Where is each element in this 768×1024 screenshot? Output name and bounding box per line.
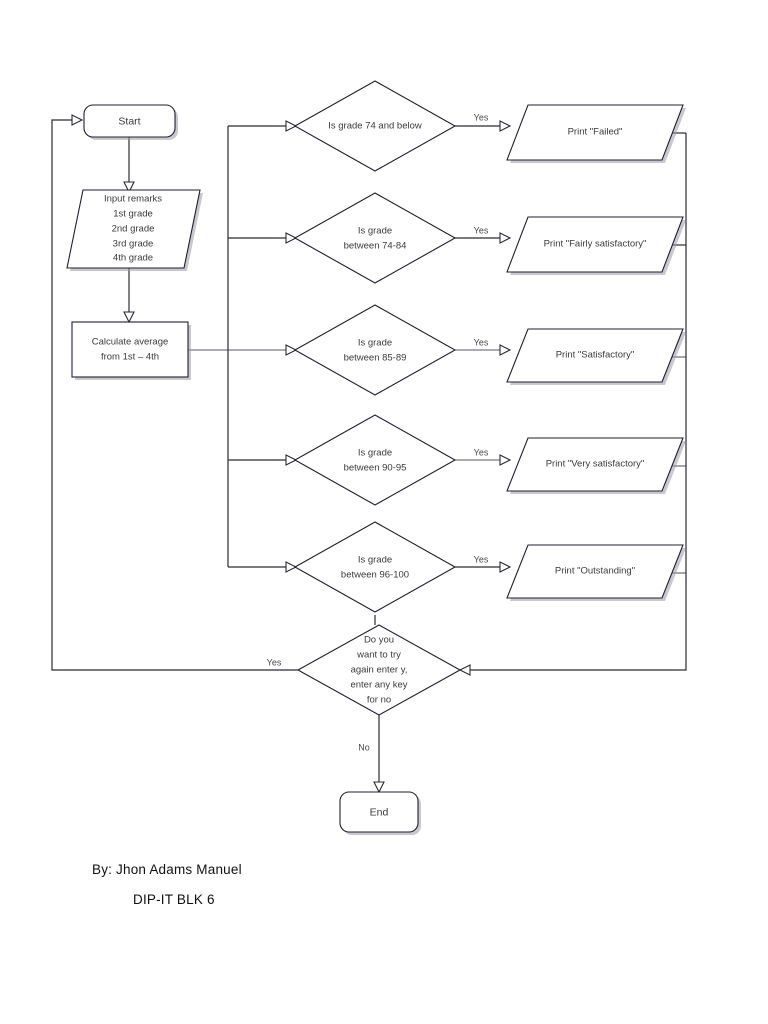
decision-node-1[interactable]	[293, 80, 457, 172]
print-node-4-label: Print "Very satisfactory"	[546, 459, 645, 470]
arrowhead-decision-4	[285, 454, 298, 466]
retry-decision-line-2: again enter y,	[351, 665, 408, 676]
arrowhead-input-to-process	[123, 311, 135, 324]
input-node[interactable]	[66, 189, 201, 269]
print-node-5-label: Print "Outstanding"	[555, 566, 635, 577]
decision-node-3-line-1: between 85-89	[344, 353, 407, 364]
retry-decision-line-4: for no	[367, 695, 391, 706]
decision-node-5[interactable]	[293, 521, 457, 613]
decision-node-4-line-1: between 90-95	[344, 463, 407, 474]
arrowhead-decision-3	[285, 344, 298, 356]
start-node[interactable]	[83, 104, 176, 138]
print-node-4[interactable]	[506, 437, 684, 492]
decision-node-3[interactable]	[293, 304, 457, 396]
decision-node-4-line-0: Is grade	[358, 448, 392, 459]
print-node-3[interactable]	[506, 328, 684, 383]
print-node-3-label: Print "Satisfactory"	[556, 350, 635, 361]
print-node-1[interactable]	[506, 104, 684, 161]
retry-decision-node[interactable]	[296, 624, 462, 716]
print-node-2-label: Print "Fairly satisfactory"	[544, 239, 647, 250]
print-node-2[interactable]	[506, 216, 684, 273]
process-node[interactable]	[71, 321, 189, 378]
decision-node-2-line-1: between 74-84	[344, 241, 407, 252]
input-node-line-3: 3rd grade	[113, 239, 154, 250]
arrowhead-yes-2	[499, 232, 512, 244]
edge-label-retry-yes: Yes	[267, 657, 282, 667]
arrowhead-decision-2	[285, 232, 298, 244]
footer: By: Jhon Adams Manuel DIP-IT BLK 6	[0, 862, 768, 907]
arrowhead-loop-to-start	[71, 114, 84, 126]
print-node-5[interactable]	[506, 544, 684, 599]
process-node-line-1: from 1st – 4th	[101, 352, 159, 363]
footer-section: DIP-IT BLK 6	[133, 892, 215, 907]
input-node-line-2: 2nd grade	[112, 224, 155, 235]
edge-label-yes-1: Yes	[474, 112, 489, 122]
footer-author: By: Jhon Adams Manuel	[92, 862, 242, 877]
end-node-label: End	[370, 806, 389, 818]
connector-return-bus	[467, 133, 687, 671]
input-node-line-4: 4th grade	[113, 253, 153, 264]
process-node-line-0: Calculate average	[92, 337, 169, 348]
edge-label-yes-3: Yes	[474, 337, 489, 347]
decision-node-5-line-0: Is grade	[358, 555, 392, 566]
end-node[interactable]	[339, 791, 419, 833]
input-node-line-0: Input remarks	[104, 194, 162, 205]
retry-decision-line-1: want to try	[356, 650, 401, 661]
arrowhead-return-to-retry	[458, 664, 471, 676]
retry-decision-line-0: Do you	[364, 635, 394, 646]
arrowhead-yes-4	[499, 454, 512, 466]
arrowhead-retry-to-end	[373, 781, 385, 794]
arrowhead-start-to-input	[123, 181, 135, 194]
edge-label-yes-2: Yes	[474, 225, 489, 235]
arrowhead-yes-1	[499, 120, 512, 132]
start-node-label: Start	[118, 115, 140, 127]
decision-node-5-line-1: between 96-100	[341, 570, 409, 581]
decision-node-2[interactable]	[293, 192, 457, 284]
edge-label-yes-4: Yes	[474, 447, 489, 457]
decision-node-1-line-0: Is grade 74 and below	[328, 121, 422, 132]
edge-label-retry-no: No	[358, 742, 370, 752]
edge-label-yes-5: Yes	[474, 554, 489, 564]
arrowhead-decision-5	[285, 561, 298, 573]
decision-node-4[interactable]	[293, 414, 457, 506]
decision-node-3-line-0: Is grade	[358, 338, 392, 349]
print-node-1-label: Print "Failed"	[568, 127, 623, 138]
connector-retry-yes-loop	[51, 119, 298, 671]
input-node-line-1: 1st grade	[113, 209, 153, 220]
decision-node-2-line-0: Is grade	[358, 226, 392, 237]
arrowhead-yes-5	[499, 561, 512, 573]
retry-decision-line-3: enter any key	[350, 680, 407, 691]
arrowhead-yes-3	[499, 344, 512, 356]
arrowhead-decision-1	[285, 120, 298, 132]
